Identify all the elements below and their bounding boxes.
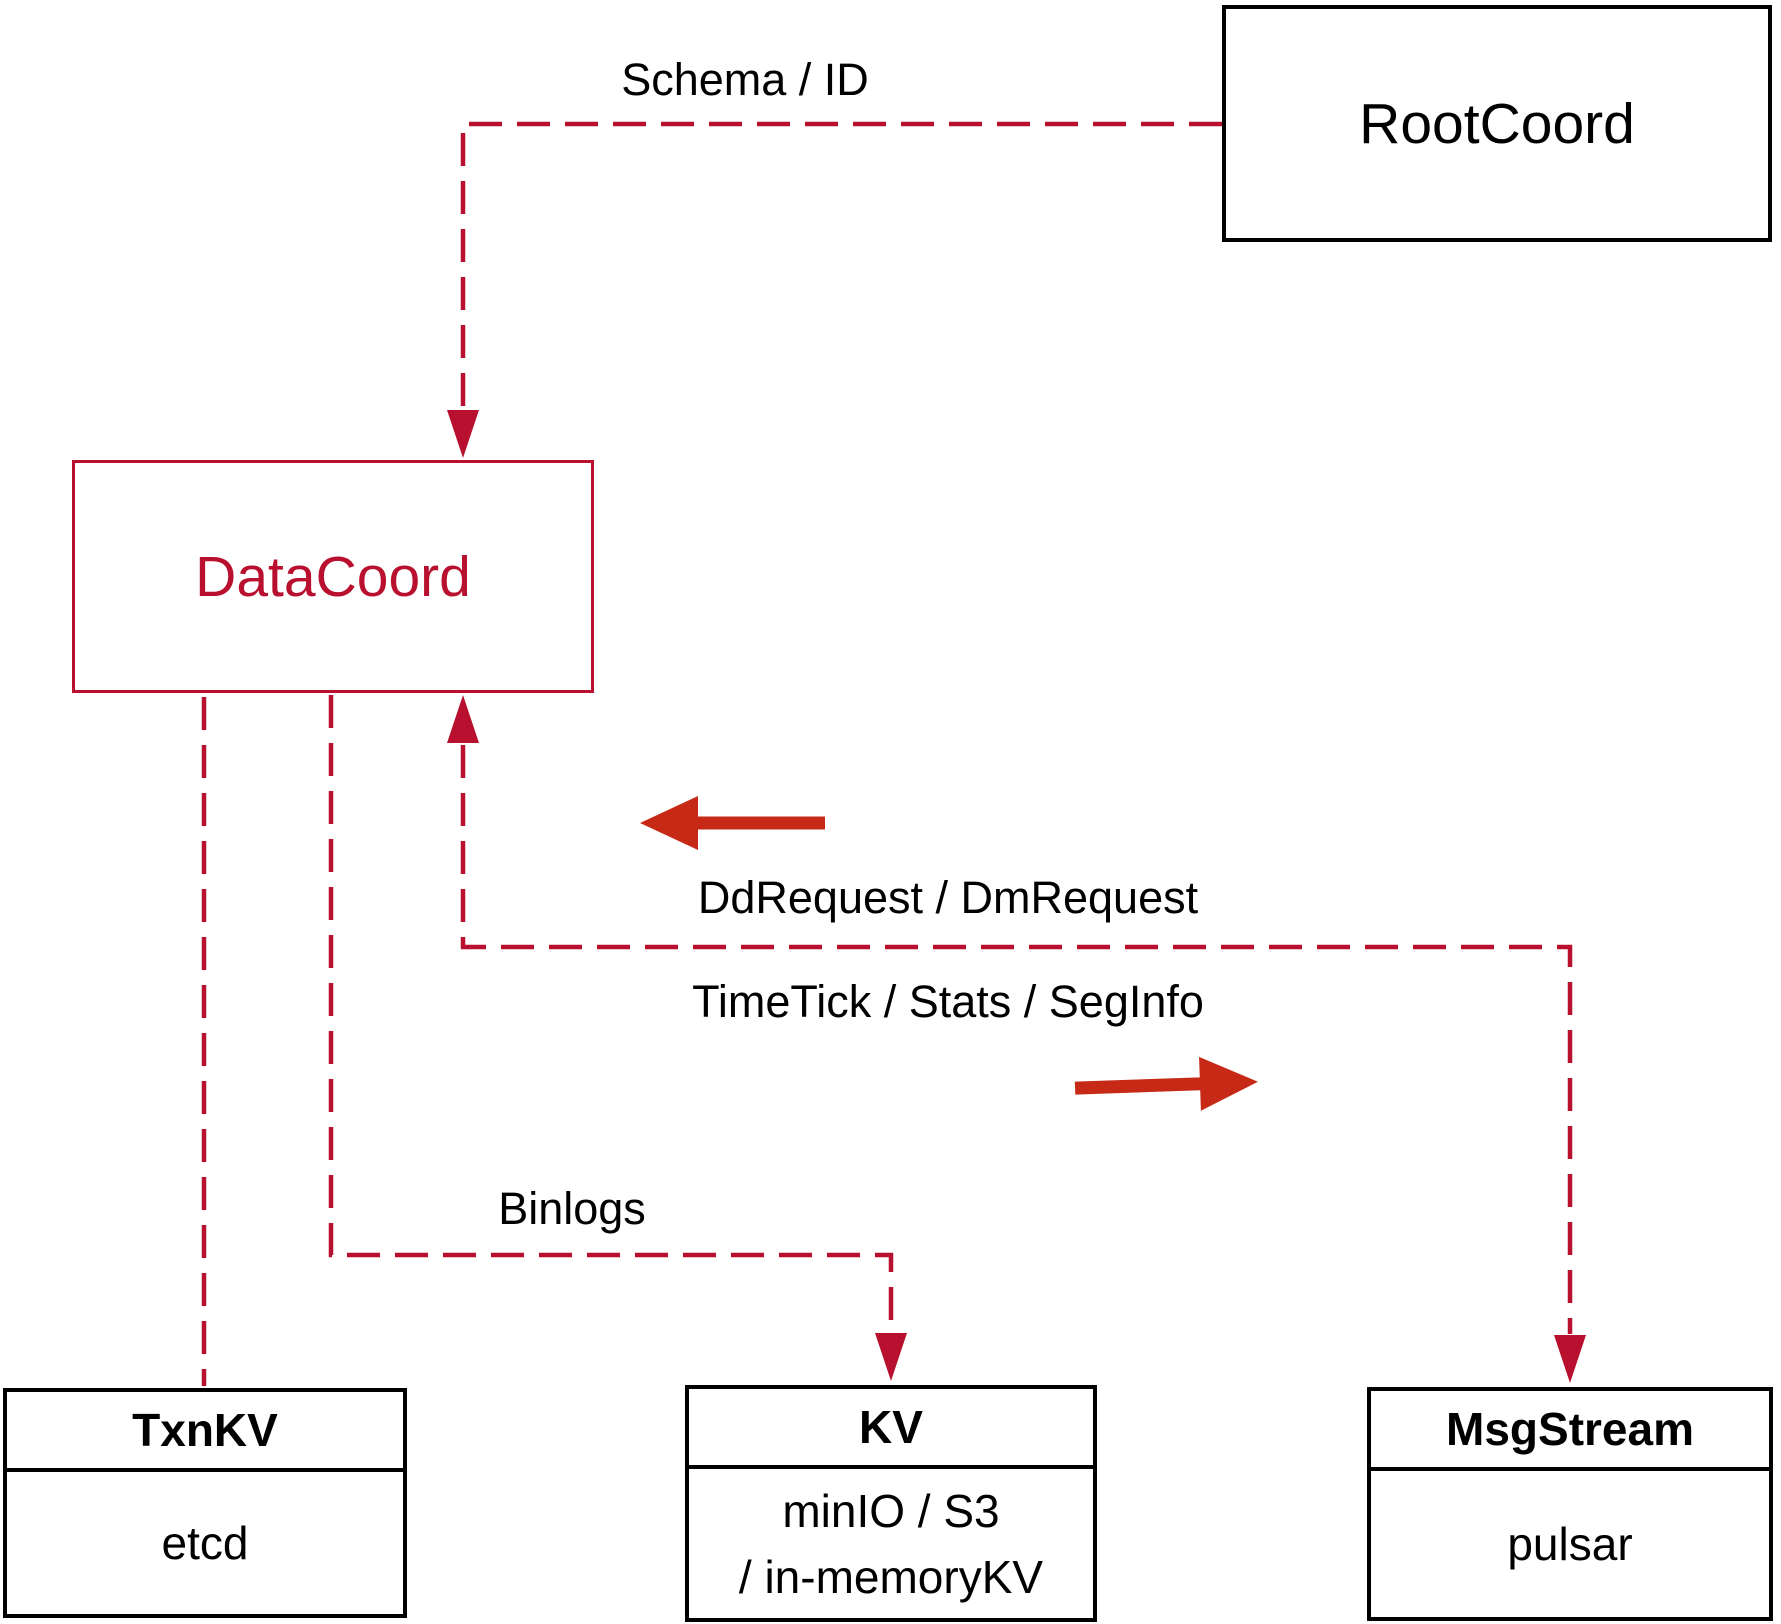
node-kv-body-line1: minIO / S3 [782,1484,1000,1537]
node-rootcoord: RootCoord [1222,5,1772,242]
node-txnkv-body: etcd [161,1517,249,1569]
edge-label-timetick: TimeTick / Stats / SegInfo [692,976,1204,1027]
node-msgstream: MsgStream pulsar [1367,1387,1773,1621]
edge-label-schema-id: Schema / ID [621,54,869,105]
edge-msgstream-datacoord-bus [460,745,1573,1334]
arrowhead-into-msgstream-top-icon [1554,1335,1586,1383]
node-msgstream-body: pulsar [1507,1518,1633,1570]
node-datacoord: DataCoord [72,460,594,693]
arrowhead-into-datacoord-bottom-icon [447,695,479,743]
arrowhead-into-datacoord-top-icon [447,410,479,458]
arrowhead-into-kv-top-icon [875,1333,907,1381]
edge-rootcoord-to-datacoord [460,121,1222,408]
node-kv-title: KV [689,1389,1093,1469]
node-kv: KV minIO / S3 / in-memoryKV [685,1385,1097,1622]
node-rootcoord-label: RootCoord [1359,91,1635,156]
node-txnkv-title: TxnKV [7,1392,403,1472]
right-direction-arrow-icon [1074,1056,1258,1111]
node-kv-body-line2: / in-memoryKV [738,1550,1044,1603]
node-txnkv: TxnKV etcd [3,1388,407,1618]
edge-label-ddrequest: DdRequest / DmRequest [697,872,1199,923]
edge-datacoord-to-kv-binlogs [328,695,894,1332]
node-datacoord-label: DataCoord [195,544,471,609]
left-direction-arrow-icon [640,796,825,850]
node-msgstream-title: MsgStream [1371,1391,1769,1471]
edge-label-binlogs: Binlogs [498,1183,646,1234]
